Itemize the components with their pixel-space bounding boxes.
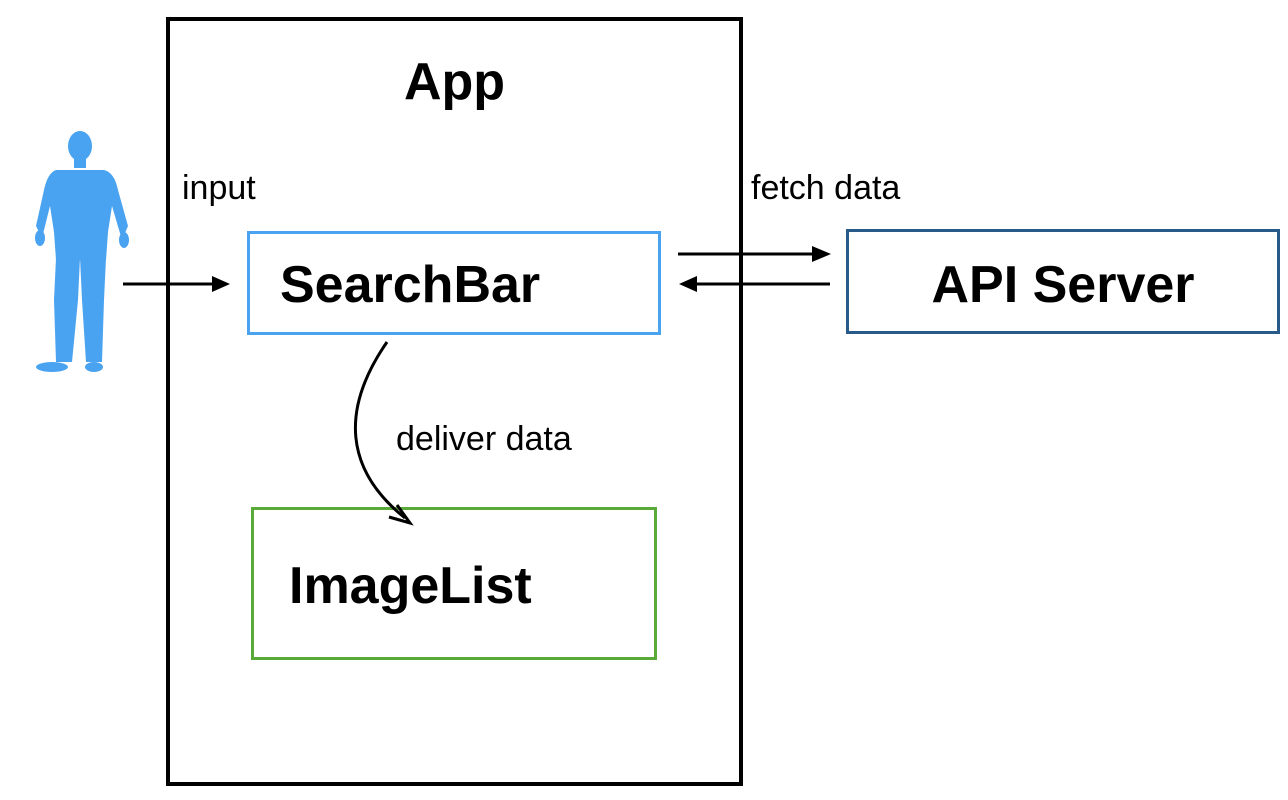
input-arrow [123,276,230,292]
api-server-node [846,229,1280,334]
fetch-data-arrow [678,246,831,262]
app-title: App [403,53,506,111]
searchbar-node [247,231,661,335]
fetch-data-edge-label: fetch data [751,169,901,207]
imagelist-label: ImageList [289,557,532,615]
deliver-data-arrow [353,341,414,526]
input-edge-label: input [182,169,256,207]
response-arrow [679,276,830,292]
person-icon [35,131,129,372]
imagelist-node [251,507,657,660]
app-container [166,17,743,786]
api-server-label: API Server [931,256,1195,314]
searchbar-label: SearchBar [280,256,541,314]
deliver-data-edge-label: deliver data [396,420,572,458]
